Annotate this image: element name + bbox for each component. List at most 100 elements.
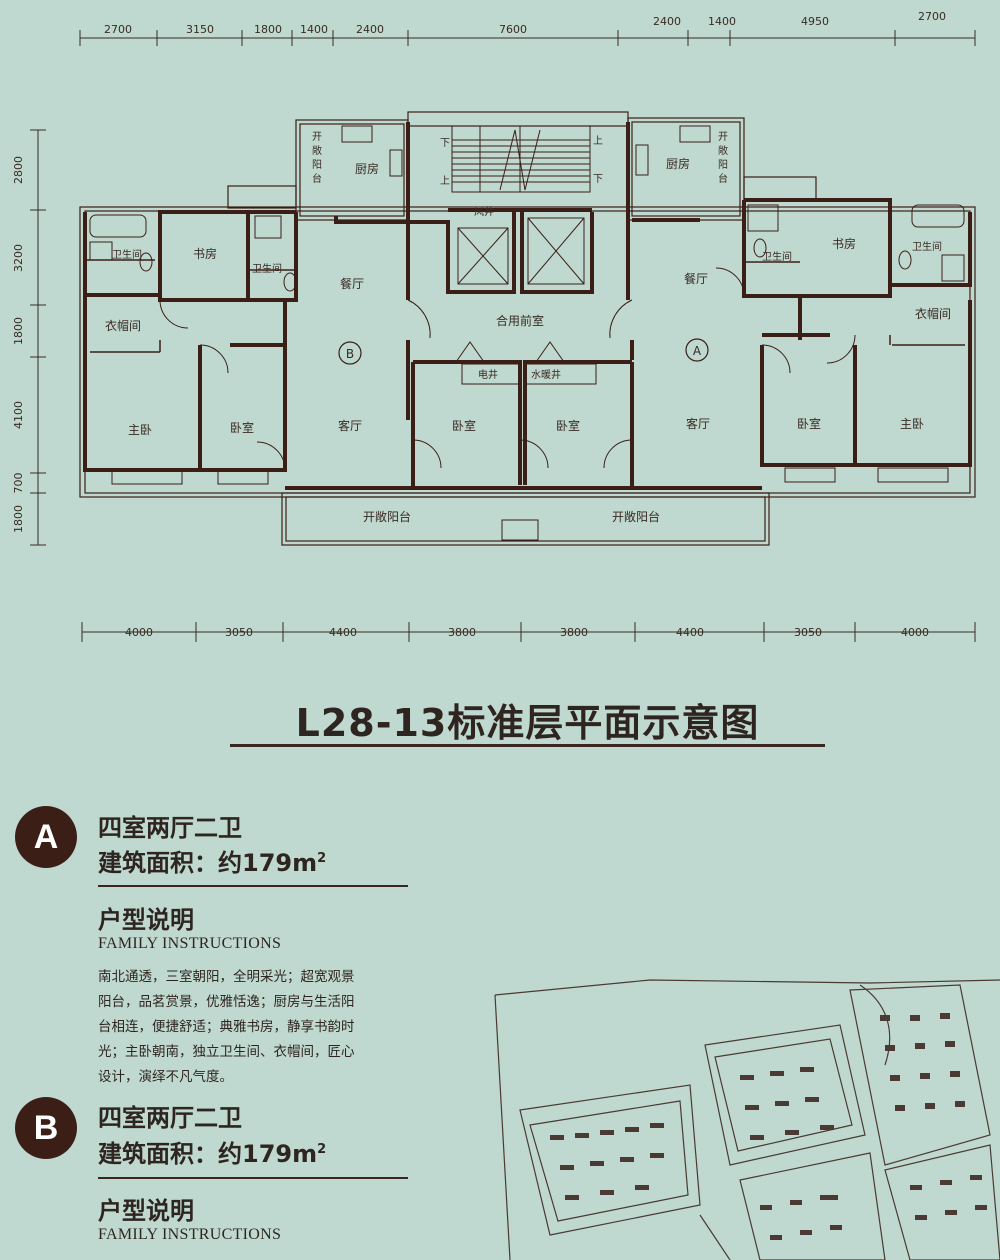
unit-a-type: 四室两厅二卫: [98, 814, 242, 842]
door-swings: [159, 267, 856, 471]
core-bed1-label: 卧室: [452, 418, 476, 433]
left-dimension-line: [30, 129, 46, 546]
b-balcony-top-label-3: 阳: [312, 159, 322, 171]
unit-a-rule: [98, 885, 408, 887]
dim-left-5: 700: [12, 473, 25, 494]
unit-a-badge: A: [15, 806, 77, 868]
unit-b-type: 四室两厅二卫: [98, 1104, 242, 1132]
dim-top-7: 2400: [653, 15, 681, 28]
fixtures: [89, 125, 965, 541]
balcony-left-label: 开敞阳台: [363, 509, 411, 524]
dim-top-5: 2400: [356, 23, 384, 36]
stair-down-right: 下: [593, 174, 603, 185]
core-elec-label: 电井: [478, 368, 498, 381]
a-study-label: 书房: [832, 236, 856, 251]
unit-b-badge: B: [15, 1097, 77, 1159]
b-living-label: 客厅: [338, 418, 362, 433]
dim-top-1: 2700: [104, 23, 132, 36]
unit-a-area-sup: 2: [317, 851, 327, 866]
dim-top-9: 4950: [801, 15, 829, 28]
dim-bottom-2: 3050: [225, 626, 253, 639]
dim-bottom-1: 4000: [125, 626, 153, 639]
a-balcony-top-label-3: 阳: [718, 159, 728, 171]
b-bath1-label: 卫生间: [112, 248, 142, 261]
a-balcony-top-label-1: 开: [718, 132, 728, 143]
top-dimension-labels: 2700 3150 1800 1400 2400 7600 2400 1400 …: [104, 10, 946, 36]
a-dining-label: 餐厅: [684, 271, 708, 286]
bottom-dimension-line: [81, 622, 976, 642]
dim-left-1: 2800: [12, 156, 25, 184]
core-bed2-label: 卧室: [556, 418, 580, 433]
b-bedroom-label: 卧室: [230, 420, 254, 435]
b-dining-label: 餐厅: [340, 276, 364, 291]
unit-b-area-sup: 2: [317, 1142, 327, 1157]
unit-b-area: 建筑面积：约179m2: [98, 1134, 326, 1169]
core-water-label: 水暖井: [531, 368, 561, 381]
b-master-label: 主卧: [128, 423, 152, 437]
site-plan-map: [494, 979, 1000, 1260]
b-study-label: 书房: [193, 246, 217, 261]
dim-bottom-3: 4400: [329, 626, 357, 639]
stair-core: [451, 125, 591, 193]
unit-a-desc-line-2: 阳台，品茗赏景，优雅恬逸；厨房与生活阳: [98, 994, 355, 1010]
unit-a-area: 建筑面积：约179m2: [98, 843, 326, 878]
unit-b-section-title: 户型说明: [98, 1197, 194, 1225]
dim-top-2: 3150: [186, 23, 214, 36]
unit-b-area-text: 建筑面积：约179m: [98, 1140, 318, 1168]
unit-a-description: 南北通透，三室朝阳，全明采光；超宽观景 阳台，品茗赏景，优雅恬逸；厨房与生活阳 …: [98, 965, 418, 1090]
unit-b-rule: [98, 1177, 408, 1179]
dim-left-3: 1800: [12, 317, 25, 345]
b-balcony-top-label-1: 开: [312, 132, 322, 143]
unit-a-section-title: 户型说明: [98, 906, 194, 934]
unit-a-area-text: 建筑面积：约179m: [98, 849, 318, 877]
bottom-dimension-labels: 4000 3050 4400 3800 3800 4400 3050 4000: [125, 626, 929, 639]
dim-left-4: 4100: [12, 401, 25, 429]
b-wardrobe-label: 衣帽间: [105, 318, 141, 333]
dim-top-3: 1800: [254, 23, 282, 36]
a-wardrobe-label: 衣帽间: [915, 306, 951, 321]
b-bath2-label: 卫生间: [252, 262, 282, 275]
dim-bottom-4: 3800: [448, 626, 476, 639]
room-labels: 开 敞 阳 台 厨房 书房 卫生间 卫生间 衣帽间 主卧 卧室 餐厅 客厅 B …: [105, 132, 951, 524]
dim-top-8: 1400: [708, 15, 736, 28]
unit-b-section-sub: FAMILY INSTRUCTIONS: [98, 1226, 282, 1243]
balcony-right-label: 开敞阳台: [612, 509, 660, 524]
dim-top-6: 7600: [499, 23, 527, 36]
dim-top-10: 2700: [918, 10, 946, 23]
a-bedroom-label: 卧室: [797, 416, 821, 431]
dim-left-2: 3200: [12, 244, 25, 272]
unit-a-section-sub: FAMILY INSTRUCTIONS: [98, 935, 282, 952]
core-lobby-label: 合用前室: [496, 313, 544, 328]
page-title: L28-13标准层平面示意图: [295, 701, 760, 745]
dim-bottom-6: 4400: [676, 626, 704, 639]
left-dimension-labels: 2800 3200 1800 4100 700 1800: [12, 156, 25, 533]
a-unit-marker: A: [685, 338, 709, 362]
unit-a-desc-line-1: 南北通透，三室朝阳，全明采光；超宽观景: [98, 969, 355, 985]
a-bath1-label: 卫生间: [762, 250, 792, 263]
a-master-label: 主卧: [900, 417, 924, 431]
stair-labels: 下 上 上 下: [440, 135, 603, 187]
b-balcony-top-label-4: 台: [312, 172, 322, 185]
stair-up-left: 上: [440, 175, 450, 187]
dim-top-4: 1400: [300, 23, 328, 36]
dim-left-6: 1800: [12, 505, 25, 533]
title-underline: [230, 744, 825, 747]
walls: [79, 111, 976, 546]
stair-up-right: 上: [593, 135, 603, 147]
floor-plan: 2700 3150 1800 1400 2400 7600 2400 1400 …: [12, 10, 976, 642]
dim-bottom-8: 4000: [901, 626, 929, 639]
unit-a-desc-line-5: 设计，演绎不凡气度。: [98, 1069, 233, 1085]
b-unit-marker-text: B: [346, 347, 354, 361]
core-vent-label: 风井: [474, 205, 494, 218]
b-kitchen-label: 厨房: [355, 161, 379, 176]
dim-bottom-5: 3800: [560, 626, 588, 639]
b-balcony-top-label-2: 敞: [312, 144, 322, 157]
a-balcony-top-label-4: 台: [718, 172, 728, 185]
stair-down-left: 下: [440, 138, 450, 149]
a-balcony-top-label-2: 敞: [718, 144, 728, 157]
a-unit-marker-text: A: [693, 344, 702, 358]
a-kitchen-label: 厨房: [666, 156, 690, 171]
top-dimension-line: [79, 30, 976, 46]
unit-a-desc-line-4: 光；主卧朝南，独立卫生间、衣帽间，匠心: [98, 1044, 355, 1060]
unit-a-desc-line-3: 台相连，便捷舒适；典雅书房，静享书韵时: [98, 1019, 355, 1035]
